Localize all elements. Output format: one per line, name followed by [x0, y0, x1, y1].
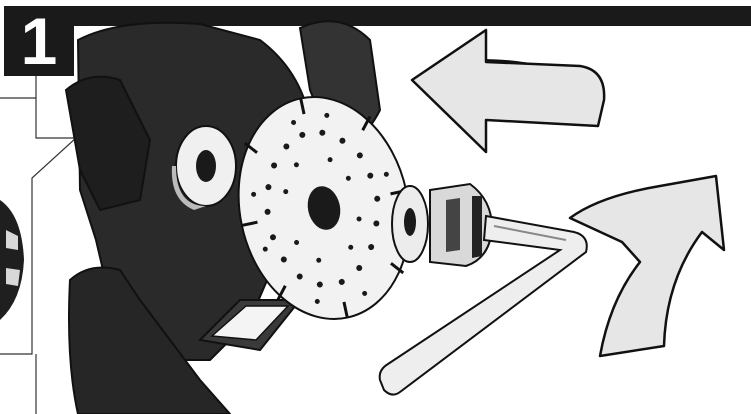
step-number-badge: 1 [4, 6, 74, 76]
detail-callout [0, 76, 76, 414]
outer-flange [392, 184, 492, 266]
curved-arrow-up-icon [570, 176, 724, 356]
arrow-left-icon [412, 30, 604, 152]
